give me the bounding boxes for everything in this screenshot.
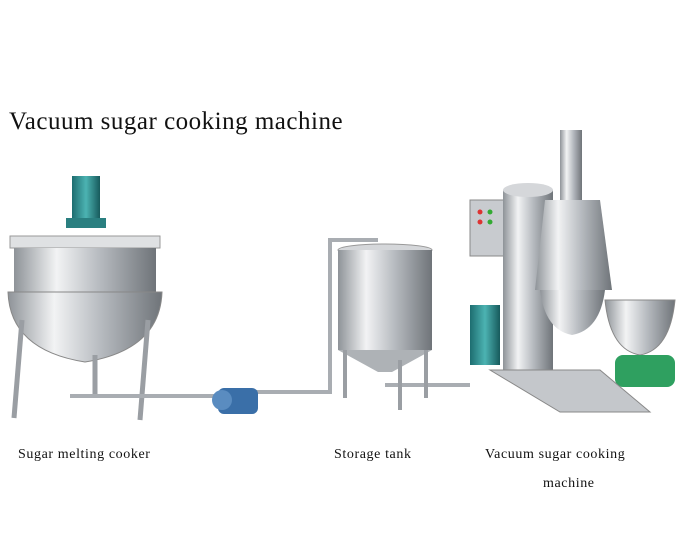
label-vacuum-cooker-line1: Vacuum sugar cooking [485,447,626,462]
label-storage-tank: Storage tank [334,447,412,462]
transfer-pump [212,388,258,414]
agitator-motor [72,176,100,220]
storage-tank [337,243,433,410]
label-vacuum-cooker-line2: machine [543,476,595,491]
sugar-melting-cooker [7,176,163,421]
label-sugar-melting-cooker: Sugar melting cooker [18,447,151,462]
page-title: Vacuum sugar cooking machine [9,108,344,135]
vacuum-sugar-cooking-machine [469,130,676,413]
control-panel [469,199,505,257]
